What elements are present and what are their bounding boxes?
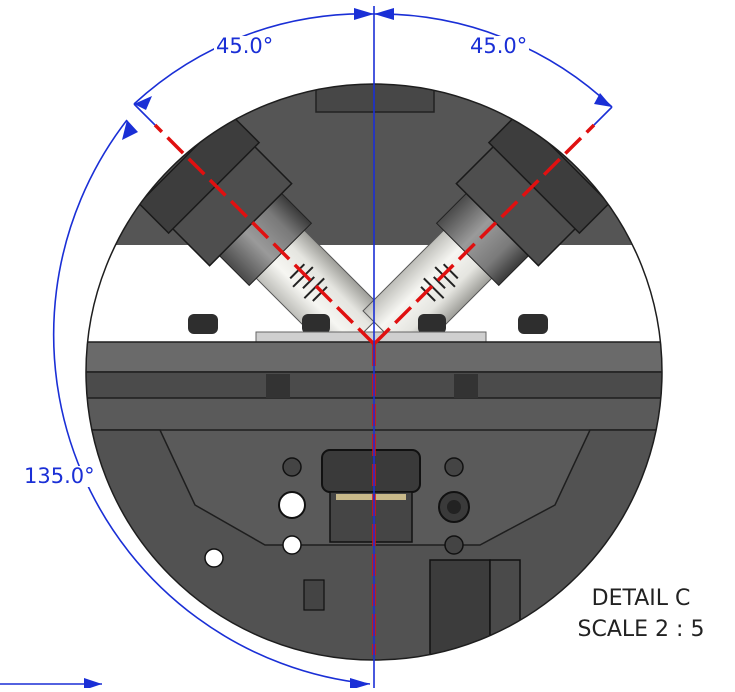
left-extension-line xyxy=(133,103,156,126)
base-top-rail xyxy=(86,341,662,373)
knob-left xyxy=(188,314,218,334)
dimension-left-45: 45.0° xyxy=(214,34,276,58)
hole-3 xyxy=(282,535,302,555)
knob-center-left xyxy=(302,314,330,334)
base-middle-rail xyxy=(86,371,662,399)
hole-7 xyxy=(204,548,224,568)
hole-2 xyxy=(278,491,306,519)
slot-left xyxy=(266,374,290,398)
centerline-left xyxy=(153,123,376,346)
knob-center-right xyxy=(418,314,446,334)
lower-tab xyxy=(303,579,325,611)
hole-6 xyxy=(444,535,464,555)
socket-body xyxy=(329,491,413,543)
socket-contact xyxy=(336,494,406,500)
slot-right xyxy=(454,374,478,398)
detail-caption: DETAIL C SCALE 2 : 5 xyxy=(556,584,726,646)
dimension-135: 135.0° xyxy=(22,464,97,488)
lower-block-side xyxy=(489,559,521,660)
scale-label: SCALE 2 : 5 xyxy=(577,616,705,642)
arc-left-45 xyxy=(133,13,375,105)
hole-5-bore xyxy=(447,500,461,514)
right-probe xyxy=(362,111,611,360)
dimension-arrowheads xyxy=(84,8,612,690)
detail-label: DETAIL C xyxy=(591,586,691,611)
left-probe-scale-marks xyxy=(289,263,328,302)
right-probe-scale-marks xyxy=(420,263,459,302)
right-probe-cap xyxy=(487,111,611,235)
left-probe xyxy=(137,111,386,360)
hole-1 xyxy=(282,457,302,477)
knob-right xyxy=(518,314,548,334)
socket-top xyxy=(321,449,421,493)
dimension-right-45: 45.0° xyxy=(468,34,530,58)
right-extension-line xyxy=(593,106,613,126)
left-probe-cap xyxy=(137,111,261,235)
lower-block xyxy=(429,559,491,660)
top-bracket xyxy=(315,84,435,113)
centerline-right xyxy=(372,123,596,346)
hole-4 xyxy=(444,457,464,477)
